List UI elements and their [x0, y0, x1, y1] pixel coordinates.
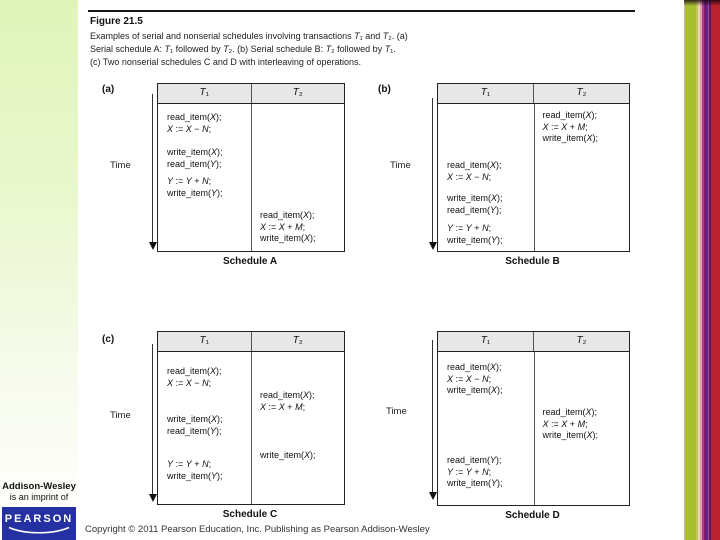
pearson-swoosh-icon — [8, 526, 70, 534]
arrowhead-icon — [428, 492, 437, 500]
time-arrow-icon — [428, 98, 437, 250]
column-header-t1: T₁ — [199, 335, 209, 346]
time-label: Time — [110, 160, 131, 171]
panel-d: Time T₁ T₂ read_item(X);X := X − N;write… — [378, 328, 640, 536]
op-group: write_item(X);read_item(Y); — [167, 147, 223, 169]
schedule-d-table: T₁ T₂ read_item(X);X := X − N;write_item… — [437, 331, 630, 506]
op-group: read_item(X);X := X + M;write_item(X); — [260, 210, 316, 243]
op-group: write_item(X);read_item(Y); — [167, 414, 223, 436]
time-arrow-icon — [148, 344, 157, 502]
schedule-b-label: Schedule B — [505, 256, 560, 267]
op-group: read_item(X);X := X − N;write_item(X); — [447, 362, 503, 395]
table-header-row: T₁ T₂ — [438, 332, 629, 352]
arrowhead-icon — [148, 494, 157, 502]
schedule-a-table: T₁ T₂ read_item(X);X := X − N; write_ite… — [157, 83, 345, 252]
imprint-tagline: is an imprint of — [9, 492, 69, 502]
arrowhead-icon — [428, 242, 437, 250]
table-body: read_item(X);X := X − N; read_item(X);X … — [158, 352, 344, 504]
time-label: Time — [110, 410, 131, 421]
op-group: read_item(X);X := X − N; — [447, 160, 502, 182]
op-group: write_item(X); — [260, 450, 316, 460]
panel-b-marker: (b) — [378, 84, 391, 95]
column-divider — [251, 104, 252, 251]
table-header-row: T₁ T₂ — [438, 84, 629, 104]
copyright-text: Copyright © 2011 Pearson Education, Inc.… — [85, 524, 430, 535]
imprint-name: Addison-Wesley — [2, 481, 76, 492]
op-group: read_item(X);X := X − N; — [167, 112, 222, 134]
colored-pencils-strip-image — [684, 0, 720, 540]
pearson-logo-text: PEARSON — [4, 513, 74, 525]
panel-c-marker: (c) — [102, 334, 115, 345]
caption-line-1: Examples of serial and nonserial schedul… — [90, 31, 408, 41]
table-body: read_item(X);X := X − N; write_item(X);r… — [158, 104, 344, 251]
op-group: read_item(Y);Y := Y + N;write_item(Y); — [447, 455, 503, 488]
schedule-c-label: Schedule C — [222, 509, 278, 520]
panel-b: (b) Time T₁ T₂ read_item(X);X := X + M;w… — [378, 80, 640, 280]
op-group: read_item(X);X := X + M;write_item(X); — [542, 110, 599, 143]
column-header-t1: T₁ — [480, 87, 491, 98]
column-header-t2: T₂ — [250, 332, 345, 351]
time-label: Time — [390, 160, 411, 171]
pearson-logo: PEARSON — [2, 507, 76, 540]
op-group: Y := Y + N;write_item(Y); — [447, 223, 503, 245]
panel-c: (c) Time T₁ T₂ read_item(X);X := X − N; … — [100, 328, 362, 536]
op-group: write_item(X);read_item(Y); — [447, 193, 503, 215]
column-header-t2: T₂ — [250, 84, 345, 103]
op-group: read_item(X);X := X + M; — [260, 390, 315, 412]
column-header-t1: T₁ — [480, 335, 491, 346]
column-header-t2: T₂ — [533, 332, 629, 351]
schedule-d-label: Schedule D — [505, 510, 560, 521]
panel-a-marker: (a) — [102, 84, 115, 95]
caption-line-2: Serial schedule A: T₁ followed by T₂. (b… — [90, 44, 396, 54]
op-group: read_item(X);X := X − N; — [167, 366, 222, 388]
time-arrow-icon — [428, 340, 437, 500]
table-body: read_item(X);X := X − N;write_item(X); r… — [438, 352, 629, 505]
schedule-a-label: Schedule A — [222, 256, 278, 267]
column-header-t2: T₂ — [533, 84, 629, 103]
column-divider — [533, 352, 535, 505]
panel-a: (a) Time T₁ T₂ read_item(X);X := X − N; … — [100, 80, 362, 280]
op-group: Y := Y + N;write_item(Y); — [167, 176, 223, 198]
column-divider — [533, 104, 535, 251]
table-header-row: T₁ T₂ — [158, 332, 344, 352]
column-header-t1: T₁ — [199, 87, 209, 98]
table-header-row: T₁ T₂ — [158, 84, 344, 104]
header-rule — [88, 10, 635, 12]
time-label: Time — [386, 406, 407, 417]
schedule-c-table: T₁ T₂ read_item(X);X := X − N; read_item… — [157, 331, 345, 505]
imprint-text: Addison-Wesley is an imprint of — [0, 481, 78, 503]
sidebar-gradient — [0, 0, 78, 540]
column-divider — [251, 352, 252, 504]
figure-label: Figure 21.5 — [90, 16, 143, 27]
caption-line-3: (c) Two nonserial schedules C and D with… — [90, 57, 361, 67]
op-group: read_item(X);X := X + M;write_item(X); — [542, 407, 599, 440]
figure-caption: Examples of serial and nonserial schedul… — [90, 30, 408, 69]
schedule-b-table: T₁ T₂ read_item(X);X := X + M;write_item… — [437, 83, 630, 252]
op-group: Y := Y + N;write_item(Y); — [167, 459, 223, 481]
table-body: read_item(X);X := X + M;write_item(X); r… — [438, 104, 629, 251]
arrowhead-icon — [148, 242, 157, 250]
time-arrow-icon — [148, 94, 157, 250]
